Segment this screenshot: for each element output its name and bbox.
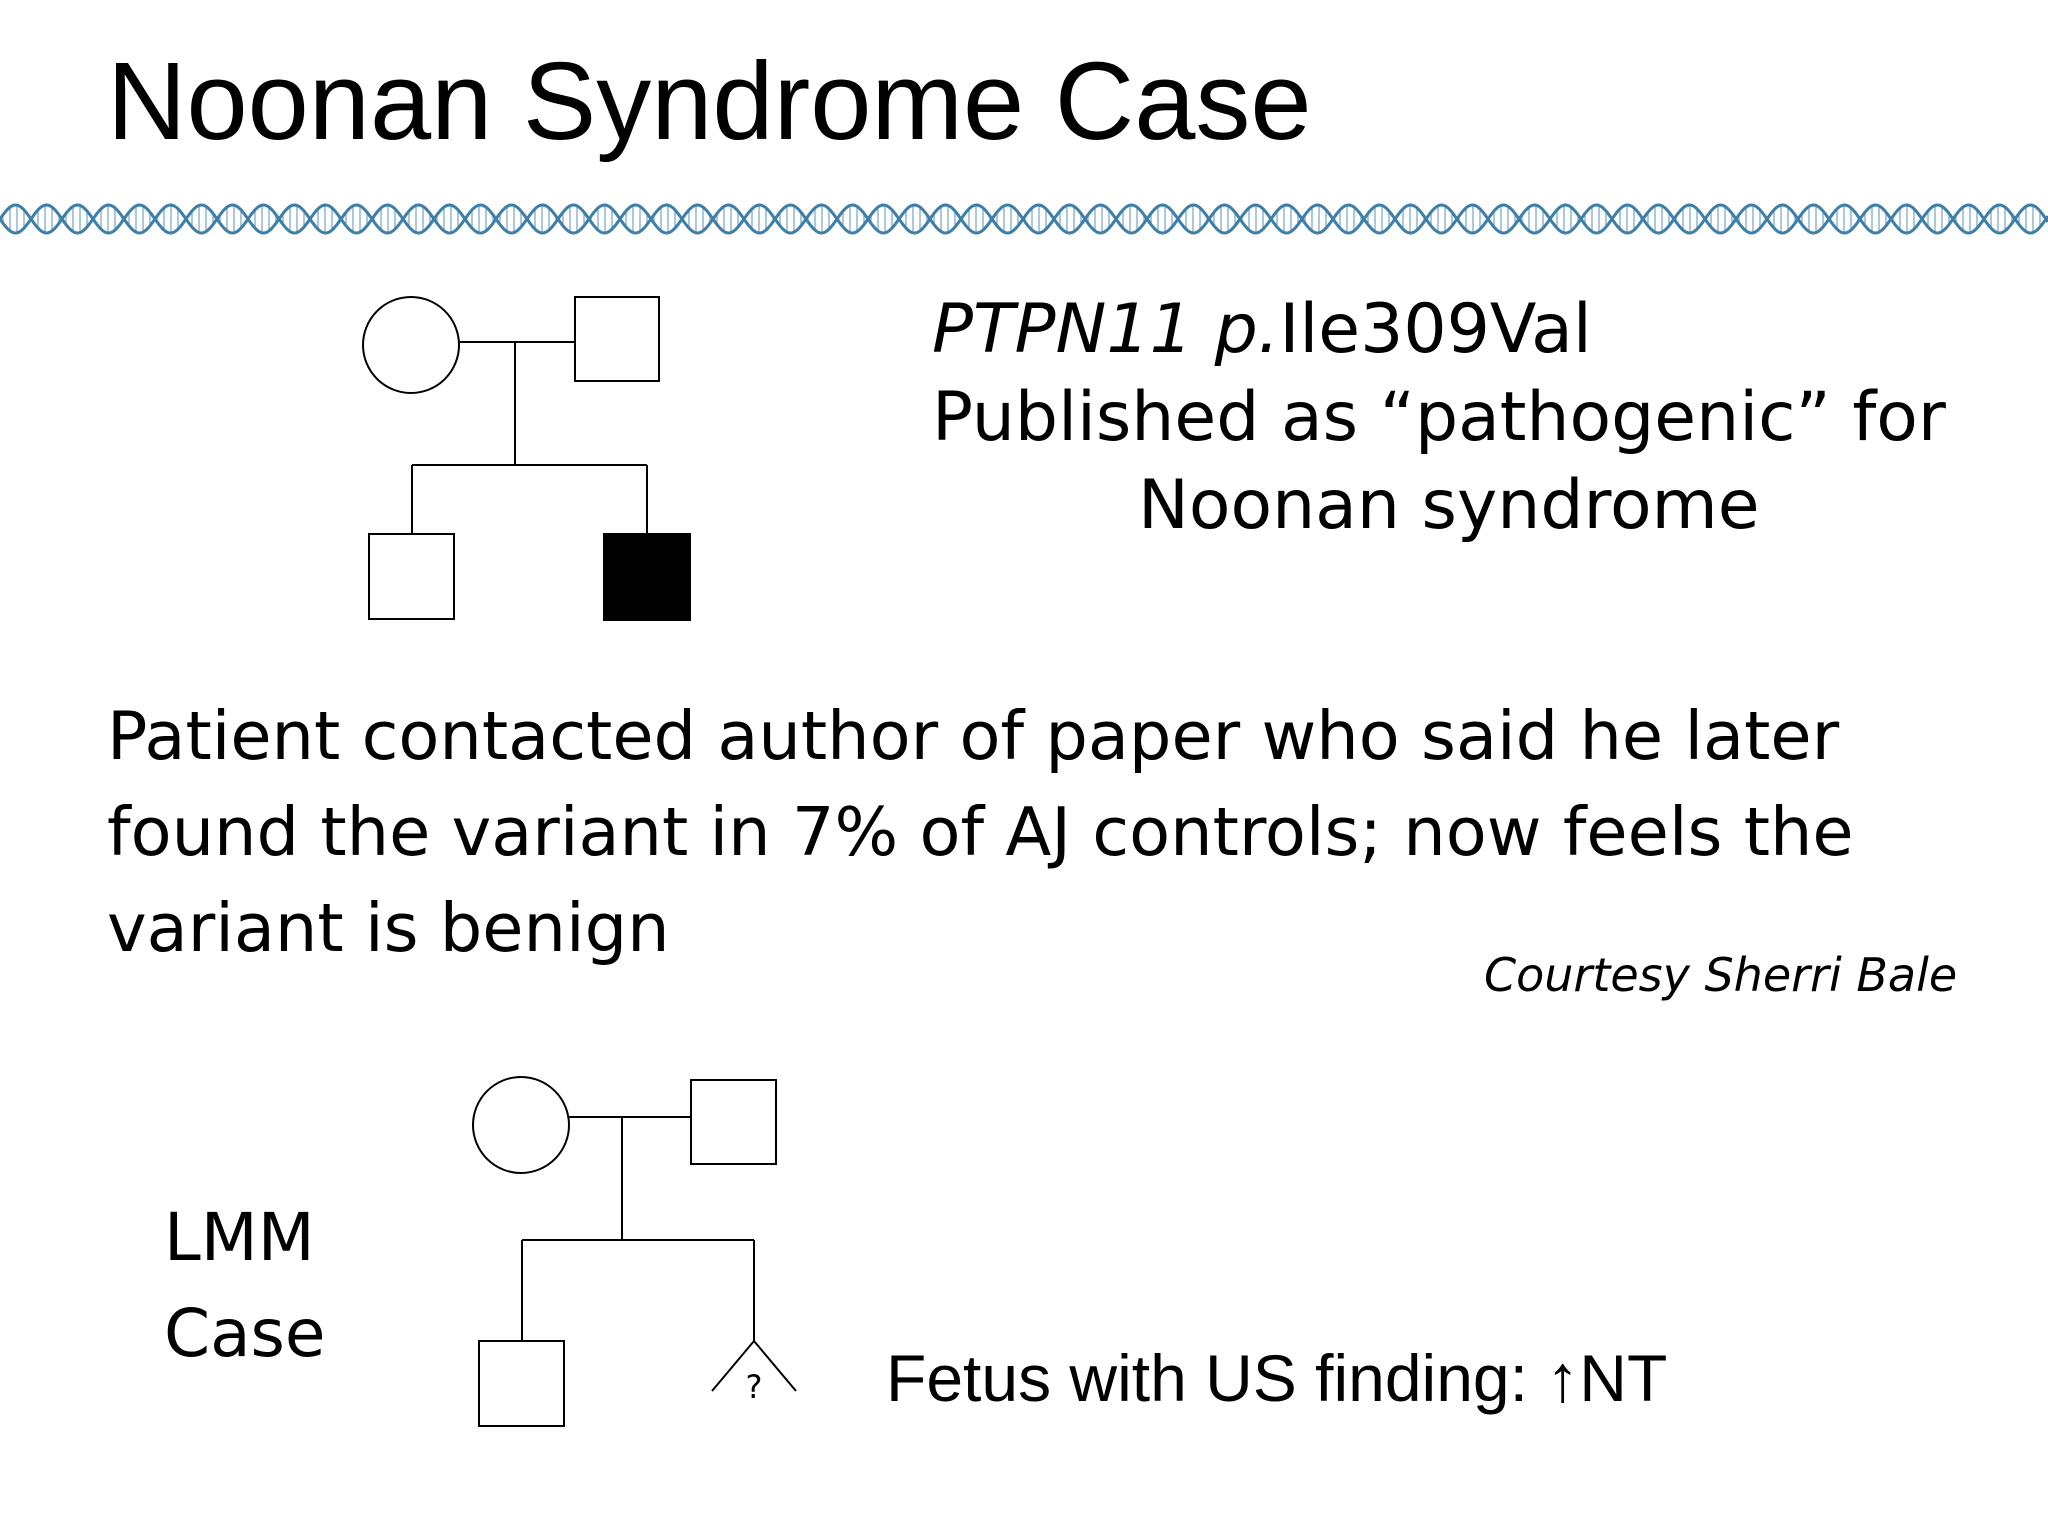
protein-change: Ile309Val (1279, 290, 1592, 369)
mother-symbol (472, 1076, 570, 1174)
lmm-label-line-2: Case (164, 1295, 326, 1372)
story-line-3: variant is benign (107, 889, 670, 967)
fetus-question-mark: ? (746, 1368, 763, 1406)
pedigree-published-case (362, 296, 691, 621)
variant-line: PTPN11 p.Ile309Val (932, 286, 1946, 374)
gene-name: PTPN11 (932, 290, 1193, 369)
father-symbol (574, 296, 660, 382)
slide-title: Noonan Syndrome Case (107, 40, 1312, 163)
variant-description: PTPN11 p.Ile309Val Published as “pathoge… (932, 286, 1946, 550)
dna-strand (0, 203, 2048, 235)
lmm-label-line-1: LMM (164, 1199, 315, 1276)
mother-symbol (362, 296, 460, 394)
fetus-finding-note: Fetus with US finding: ↑NT (886, 1341, 1668, 1415)
unaffected-son-symbol (368, 533, 455, 620)
dna-helix-divider (0, 203, 2048, 235)
story-paragraph: Patient contacted author of paper who sa… (107, 688, 1987, 976)
affected-son-symbol (603, 533, 691, 621)
publication-status: Published as “pathogenic” for (932, 378, 1946, 457)
lmm-case-label: LMM Case (164, 1190, 326, 1382)
son-symbol (478, 1340, 565, 1427)
fetus-symbol (711, 1339, 797, 1392)
story-line-1: Patient contacted author of paper who sa… (107, 697, 1840, 775)
syndrome-name: Noonan syndrome (1138, 466, 1760, 545)
credit-note: Courtesy Sherri Bale (1484, 948, 1958, 1002)
protein-prefix: p. (1214, 290, 1280, 369)
story-line-2: found the variant in 7% of AJ controls; … (107, 793, 1854, 871)
father-symbol (690, 1079, 777, 1165)
pedigree-lmm-case: ? (472, 1076, 797, 1427)
